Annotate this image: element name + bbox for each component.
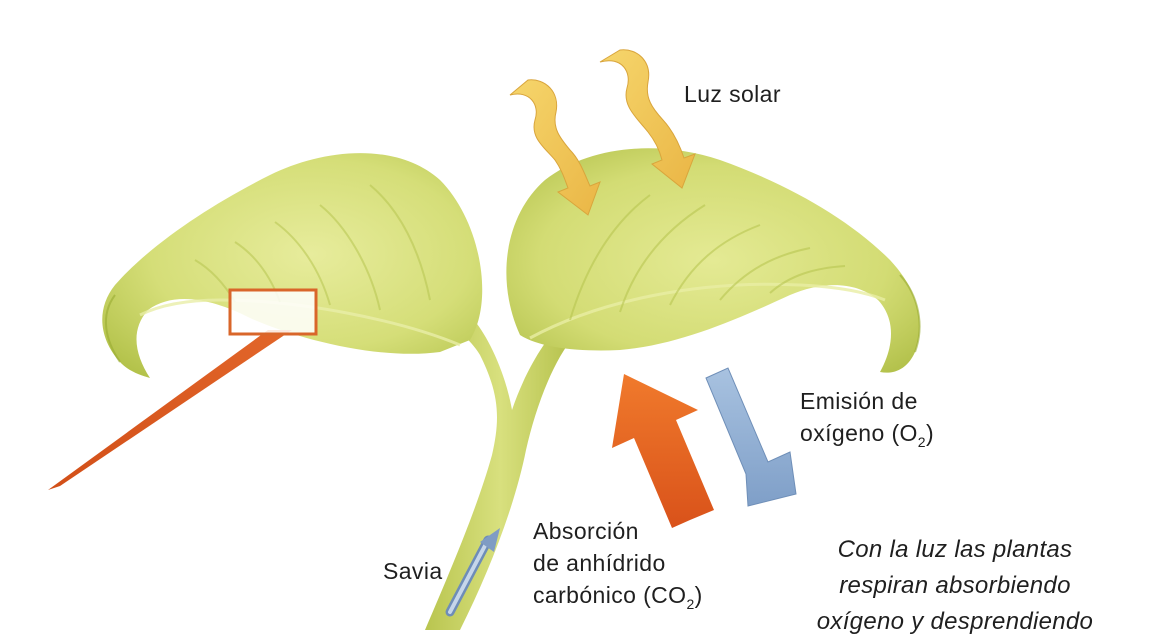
sunlight-arrow xyxy=(599,49,696,189)
co2-absorption-label: Absorción de anhídrido carbónico (CO2) xyxy=(533,515,703,611)
caption-line: oxígeno y desprendiendo xyxy=(816,608,1094,635)
plant-stem xyxy=(425,316,575,630)
oxygen-emission-label: Emisión de oxígeno (O2) xyxy=(800,385,934,449)
co2-subscript: 2 xyxy=(686,596,695,612)
caption: Con la luz las plantas respiran absorbie… xyxy=(790,532,1120,640)
co2-absorption-line3: carbónico (CO2) xyxy=(533,579,703,611)
co2-absorption-prefix: carbónico (CO xyxy=(533,582,687,608)
leaf-detail-pointer xyxy=(48,330,292,490)
o2-emission-arrow xyxy=(705,367,797,507)
co2-absorption-suffix: ) xyxy=(694,582,703,608)
co2-absorption-line2: de anhídrido xyxy=(533,550,666,576)
oxygen-emission-line1: Emisión de xyxy=(800,388,918,414)
caption-line: Con la luz las plantas xyxy=(837,536,1073,563)
oxygen-emission-prefix: oxígeno (O xyxy=(800,420,918,446)
sap-arrow xyxy=(445,528,500,617)
left-leaf xyxy=(102,153,483,378)
sunlight-arrow xyxy=(509,79,601,216)
co2-absorption-arrow xyxy=(612,374,714,528)
leaf-detail-box xyxy=(228,288,318,336)
sunlight-arrows xyxy=(509,49,696,216)
caption-line: respiran absorbiendo xyxy=(839,572,1071,599)
sunlight-label: Luz solar xyxy=(684,81,781,107)
right-leaf xyxy=(506,148,921,373)
co2-absorption-line1: Absorción xyxy=(533,518,639,544)
oxygen-emission-suffix: ) xyxy=(925,420,935,446)
oxygen-subscript: 2 xyxy=(917,434,926,450)
sap-label: Savia xyxy=(383,558,443,584)
oxygen-emission-line2: oxígeno (O2) xyxy=(800,417,934,449)
